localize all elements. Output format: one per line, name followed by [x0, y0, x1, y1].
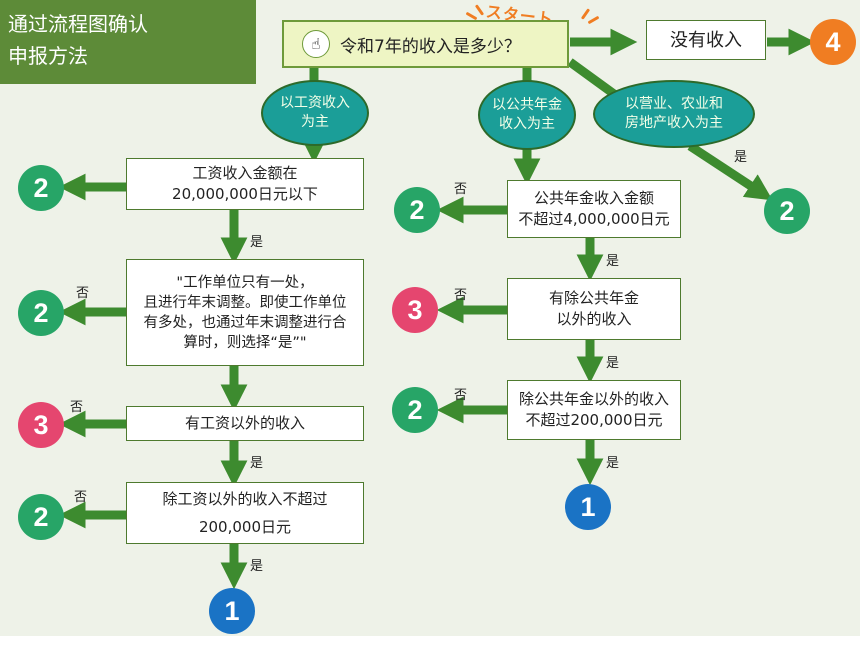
arrow-question-to-business: [567, 58, 617, 98]
no-income-box: 没有收入: [646, 20, 766, 60]
salary-step-2: "工作单位只有一处， 且进行年末调整。即使工作单位 有多处，也通过年末调整进行合…: [126, 259, 364, 366]
no-label: 否: [454, 388, 468, 403]
branch-business-bubble: 以营业、农业和 房地产收入为主: [593, 80, 755, 148]
result-1-circle: 1: [209, 588, 255, 634]
no-label: 否: [454, 288, 468, 303]
branch-salary-bubble: 以工资收入 为主: [261, 80, 369, 146]
result-3-circle: 3: [18, 402, 64, 448]
yes-label: 是: [606, 356, 620, 371]
yes-label: 是: [250, 559, 264, 574]
result-2-circle: 2: [18, 290, 64, 336]
page-title: 通过流程图确认 申报方法: [0, 0, 256, 84]
result-2-circle: 2: [764, 188, 810, 234]
no-label: 否: [70, 400, 84, 415]
no-label: 否: [76, 286, 90, 301]
arrow-business-to-2: [687, 142, 773, 201]
no-label: 否: [74, 490, 88, 505]
branch-pension-bubble: 以公共年金 收入为主: [478, 80, 576, 150]
result-2-circle: 2: [18, 165, 64, 211]
salary-step-3: 有工资以外的收入: [126, 406, 364, 441]
result-1-circle: 1: [565, 484, 611, 530]
pension-step-2: 有除公共年金 以外的收入: [507, 278, 681, 340]
result-2-circle: 2: [18, 494, 64, 540]
result-2-circle: 2: [394, 187, 440, 233]
question-text: 令和7年的收入是多少？: [340, 36, 521, 57]
pension-step-3: 除公共年金以外的收入 不超过200,000日元: [507, 380, 681, 440]
salary-step-4: 除工资以外的收入不超过 200,000日元: [126, 482, 364, 544]
result-2-circle: 2: [392, 387, 438, 433]
yes-label: 是: [606, 456, 620, 471]
result-4-circle: 4: [810, 19, 856, 65]
yes-label: 是: [606, 254, 620, 269]
yes-label: 是: [250, 456, 264, 471]
pension-step-1: 公共年金收入金额 不超过4,000,000日元: [507, 180, 681, 238]
result-3-circle: 3: [392, 287, 438, 333]
question-box: ☝ 令和7年的收入是多少？: [282, 20, 569, 68]
yes-label: 是: [250, 235, 264, 250]
no-label: 否: [454, 182, 468, 197]
salary-step-1: 工资收入金额在 20,000,000日元以下: [126, 158, 364, 210]
yes-label: 是: [734, 150, 748, 165]
pointing-hand-icon: ☝: [302, 30, 330, 58]
